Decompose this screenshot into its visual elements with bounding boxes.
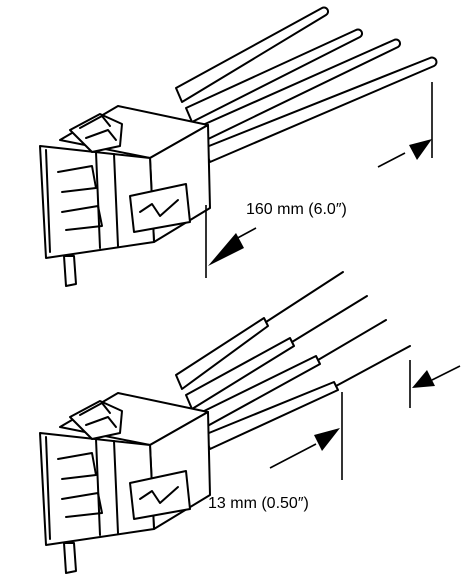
wire-1 (175, 6, 329, 103)
dimension-full-length (205, 82, 433, 278)
wire-4 (203, 56, 438, 163)
insulation-2 (185, 337, 295, 410)
insulation-1 (175, 317, 269, 390)
wire-2 (185, 28, 363, 123)
wire-3 (195, 38, 401, 143)
conductor-3 (317, 319, 387, 361)
connector-stripped-wires: 13 mm (0.50″) (39, 271, 461, 574)
conductor-1 (265, 271, 344, 323)
connector-full-wires: 160 mm (6.0″) (39, 6, 438, 287)
connector-housing (39, 105, 211, 287)
arrowhead-strip-right (412, 370, 435, 388)
conductor-4 (335, 345, 411, 387)
arrowhead-right (409, 139, 432, 160)
strip-length-label: 13 mm (0.50″) (208, 495, 309, 512)
wire-group-full (175, 6, 438, 163)
dimension-strip-length (269, 360, 461, 480)
arrowhead-left (208, 233, 244, 266)
conductor-2 (291, 295, 368, 343)
wire-group-stripped (175, 271, 411, 450)
full-length-label: 160 mm (6.0″) (246, 201, 347, 218)
connector-housing (39, 392, 211, 574)
arrowhead-strip-left (314, 428, 340, 451)
